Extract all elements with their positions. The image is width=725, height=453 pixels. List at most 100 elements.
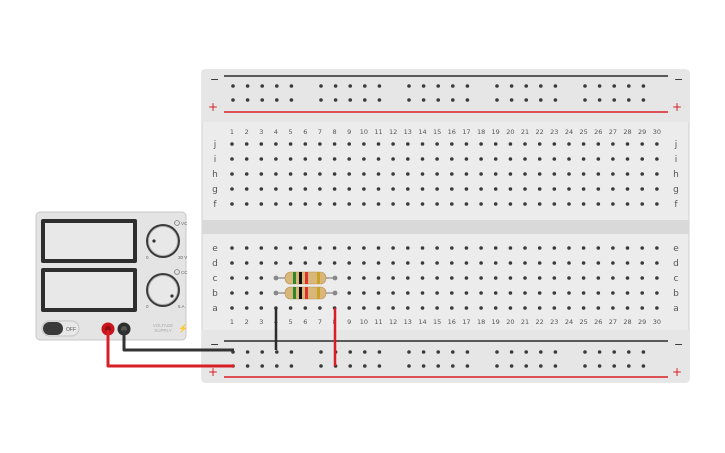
breadboard-hole[interactable] xyxy=(464,276,469,280)
breadboard-hole[interactable] xyxy=(288,157,293,161)
rail-hole[interactable] xyxy=(363,350,367,354)
breadboard-hole[interactable] xyxy=(274,261,278,265)
rail-hole[interactable] xyxy=(275,364,279,368)
breadboard-hole[interactable] xyxy=(537,172,542,176)
breadboard-hole[interactable] xyxy=(406,187,410,191)
breadboard-hole[interactable] xyxy=(230,187,234,191)
breadboard-hole[interactable] xyxy=(552,202,557,206)
breadboard-hole[interactable] xyxy=(274,246,278,250)
breadboard-hole[interactable] xyxy=(391,261,395,265)
breadboard-hole[interactable] xyxy=(625,246,630,250)
breadboard-hole[interactable] xyxy=(479,306,483,310)
breadboard-hole[interactable] xyxy=(625,157,630,161)
breadboard-hole[interactable] xyxy=(303,261,308,265)
breadboard-hole[interactable] xyxy=(640,157,644,161)
breadboard-hole[interactable] xyxy=(376,306,381,310)
breadboard-hole[interactable] xyxy=(391,172,395,176)
breadboard-hole[interactable] xyxy=(318,261,322,265)
breadboard-hole[interactable] xyxy=(362,157,366,161)
breadboard-hole[interactable] xyxy=(611,276,615,280)
rail-hole[interactable] xyxy=(539,364,543,368)
breadboard-hole[interactable] xyxy=(450,187,454,191)
rail-hole[interactable] xyxy=(524,84,528,88)
breadboard-hole[interactable] xyxy=(625,276,630,280)
breadboard-hole[interactable] xyxy=(493,172,498,176)
breadboard-hole[interactable] xyxy=(567,157,571,161)
breadboard-hole[interactable] xyxy=(259,187,264,191)
breadboard-hole[interactable] xyxy=(420,306,425,310)
breadboard-hole[interactable] xyxy=(244,202,249,206)
breadboard-hole[interactable] xyxy=(303,202,308,206)
breadboard-hole[interactable] xyxy=(450,142,454,146)
breadboard-hole[interactable] xyxy=(640,142,644,146)
breadboard-hole[interactable] xyxy=(288,202,293,206)
breadboard-hole[interactable] xyxy=(376,276,381,280)
breadboard-hole[interactable] xyxy=(259,276,264,280)
rail-hole[interactable] xyxy=(319,98,323,102)
rail-hole[interactable] xyxy=(627,84,631,88)
rail-hole[interactable] xyxy=(289,364,294,368)
breadboard-hole[interactable] xyxy=(493,246,498,250)
breadboard-hole[interactable] xyxy=(362,142,366,146)
rail-hole[interactable] xyxy=(421,364,426,368)
rail-hole[interactable] xyxy=(612,350,616,354)
black-supply-wire[interactable] xyxy=(122,330,234,352)
breadboard-hole[interactable] xyxy=(450,246,454,250)
breadboard-hole[interactable] xyxy=(376,261,381,265)
breadboard-hole[interactable] xyxy=(288,187,293,191)
breadboard-hole[interactable] xyxy=(655,187,659,191)
breadboard-hole[interactable] xyxy=(625,172,630,176)
breadboard-hole[interactable] xyxy=(537,261,542,265)
rail-hole[interactable] xyxy=(465,364,470,368)
breadboard-hole[interactable] xyxy=(596,157,601,161)
breadboard-hole[interactable] xyxy=(376,291,381,295)
breadboard-hole[interactable] xyxy=(420,142,425,146)
rail-hole[interactable] xyxy=(553,350,558,354)
breadboard-hole[interactable] xyxy=(508,172,513,176)
breadboard-hole[interactable] xyxy=(655,172,659,176)
breadboard-hole[interactable] xyxy=(464,172,469,176)
breadboard-hole[interactable] xyxy=(537,142,542,146)
breadboard-hole[interactable] xyxy=(508,187,513,191)
rail-hole[interactable] xyxy=(451,364,455,368)
rail-hole[interactable] xyxy=(641,84,646,88)
rail-hole[interactable] xyxy=(583,84,587,88)
breadboard-hole[interactable] xyxy=(391,187,395,191)
breadboard-hole[interactable] xyxy=(259,306,264,310)
rail-hole[interactable] xyxy=(421,98,426,102)
breadboard-hole[interactable] xyxy=(596,261,601,265)
red-supply-wire[interactable] xyxy=(106,330,234,368)
breadboard-hole[interactable] xyxy=(596,246,601,250)
rail-hole[interactable] xyxy=(509,364,514,368)
breadboard-hole[interactable] xyxy=(435,142,439,146)
breadboard-hole[interactable] xyxy=(318,306,322,310)
rail-hole[interactable] xyxy=(436,84,441,88)
breadboard-hole[interactable] xyxy=(625,202,630,206)
breadboard-hole[interactable] xyxy=(493,187,498,191)
breadboard-hole[interactable] xyxy=(230,306,234,310)
breadboard-hole[interactable] xyxy=(420,187,425,191)
rail-hole[interactable] xyxy=(363,84,367,88)
breadboard-hole[interactable] xyxy=(303,142,308,146)
power-switch-thumb[interactable] xyxy=(43,322,63,335)
breadboard-hole[interactable] xyxy=(303,187,308,191)
breadboard-hole[interactable] xyxy=(376,202,381,206)
power-supply[interactable]: VC 0 30 V CC 0 5 A OFF VOLTAGE SUPPLY ⚡ xyxy=(35,211,188,341)
breadboard-hole[interactable] xyxy=(625,306,630,310)
rail-hole[interactable] xyxy=(421,84,426,88)
breadboard-hole[interactable] xyxy=(655,202,659,206)
rail-hole[interactable] xyxy=(583,350,587,354)
breadboard-hole[interactable] xyxy=(318,202,322,206)
breadboard-hole[interactable] xyxy=(567,172,571,176)
breadboard-hole[interactable] xyxy=(567,291,571,295)
rail-hole[interactable] xyxy=(553,364,558,368)
breadboard-hole[interactable] xyxy=(303,246,308,250)
breadboard-hole[interactable] xyxy=(420,246,425,250)
breadboard-hole[interactable] xyxy=(523,276,527,280)
breadboard-hole[interactable] xyxy=(420,157,425,161)
rail-hole[interactable] xyxy=(583,364,587,368)
rail-hole[interactable] xyxy=(495,84,499,88)
breadboard-hole[interactable] xyxy=(230,276,234,280)
breadboard-hole[interactable] xyxy=(537,202,542,206)
breadboard-hole[interactable] xyxy=(596,142,601,146)
